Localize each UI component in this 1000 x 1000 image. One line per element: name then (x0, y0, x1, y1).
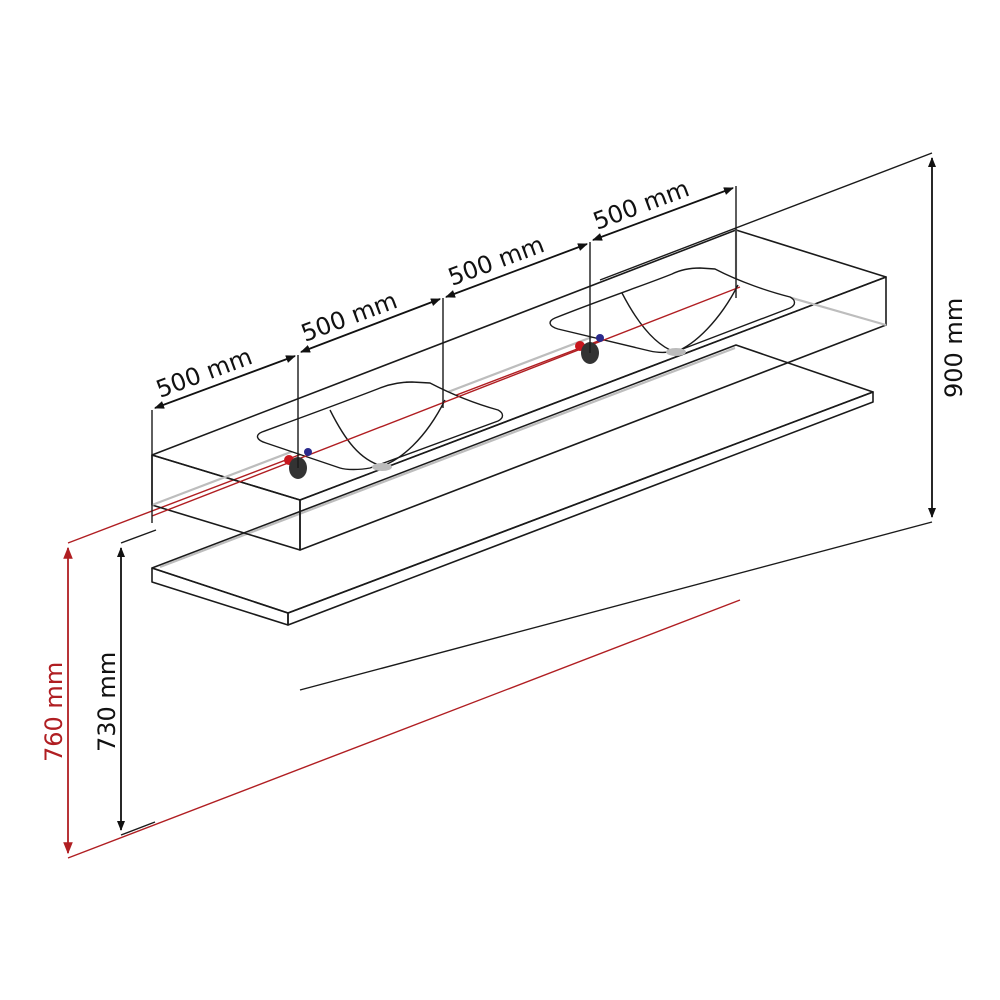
spacing-label-2: 500 mm (297, 286, 401, 347)
height-900-dimension: 900 mm (928, 157, 968, 518)
connections-right (575, 334, 604, 364)
shelf-back-edge-hidden (159, 346, 736, 569)
washbasin-console (151, 229, 887, 551)
floor-line-dark (120, 821, 156, 836)
shelf-height-line (120, 529, 157, 544)
lower-shelf (151, 344, 874, 626)
wall-bottom-line (299, 521, 933, 691)
shelf-right-face (287, 391, 874, 626)
cold-water-connection-icon (596, 334, 604, 342)
wall-top-line (599, 152, 933, 281)
water-supply-axis (151, 286, 741, 517)
dim-arrow-1 (154, 355, 296, 409)
shelf-front-face (151, 567, 289, 626)
height-760-label: 760 mm (40, 662, 68, 762)
spacing-label-3: 500 mm (444, 230, 548, 291)
height-730-dimension: 730 mm (93, 547, 125, 831)
shelf-top-face (151, 344, 874, 614)
dim-arrow-4 (592, 187, 734, 241)
height-730-label: 730 mm (93, 652, 121, 752)
spacing-dimension-arrows (154, 187, 734, 409)
spacing-label-4: 500 mm (589, 174, 693, 235)
floor-line (67, 599, 741, 859)
dim-arrow-3 (445, 243, 588, 298)
height-900-label: 900 mm (940, 298, 968, 398)
basin-left-drain-shadow (372, 463, 392, 471)
spacing-extension-lines (151, 186, 737, 523)
height-760-dimension: 760 mm (40, 546, 73, 855)
spacing-label-1: 500 mm (152, 342, 256, 403)
dim-arrow-2 (300, 298, 441, 353)
basin-right-drain-shadow (666, 348, 686, 356)
cold-water-connection-icon (304, 448, 312, 456)
